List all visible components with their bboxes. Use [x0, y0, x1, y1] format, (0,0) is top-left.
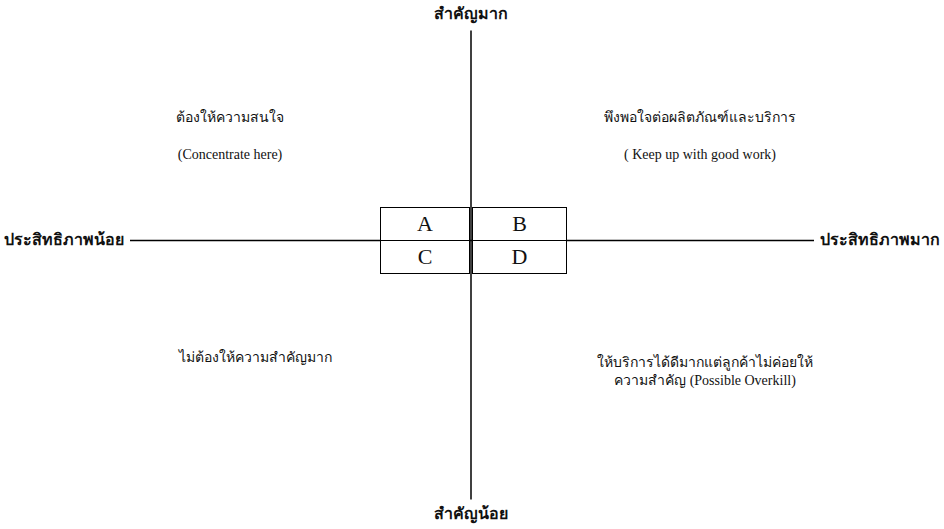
axis-label: สำคัญน้อย [434, 504, 508, 525]
quadrant-label: ไม่ต้องให้ความสำคัญมาก [179, 349, 332, 367]
quadrant-label: ต้องให้ความสนใจ [176, 109, 284, 127]
axis-label: ประสิทธิภาพน้อย [4, 230, 124, 251]
axis-label: ประสิทธิภาพมาก [820, 230, 940, 251]
quadrant-note: ( Keep up with good work) [624, 146, 776, 164]
quadrant-box: C [380, 240, 470, 274]
quadrant-box: B [472, 207, 567, 241]
quadrant-letter: D [512, 245, 528, 269]
quadrant-box: D [472, 240, 567, 274]
quadrant-letter: B [512, 212, 527, 236]
quadrant-label: ให้บริการได้ดีมากแต่ลูกค้าไม่ค่อยให้ ควา… [580, 354, 830, 390]
quadrant-letter: C [418, 245, 433, 269]
quadrant-label: พึงพอใจต่อผลิตภัณฑ์และบริการ [604, 109, 796, 127]
quadrant-note: (Concentrate here) [178, 146, 283, 164]
axis-label: สำคัญมาก [434, 4, 508, 25]
quadrant-letter: A [417, 212, 433, 236]
quadrant-box: A [380, 207, 470, 241]
